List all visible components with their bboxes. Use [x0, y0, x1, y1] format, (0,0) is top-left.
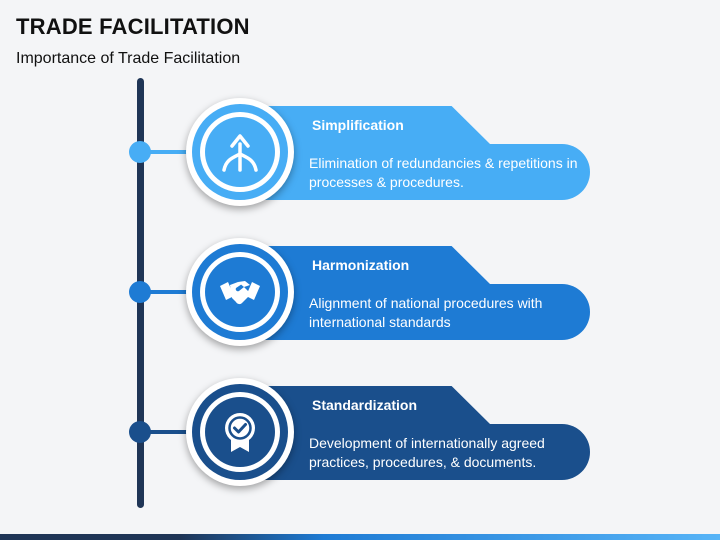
description-box	[250, 284, 590, 340]
step-standardization: Standardization Development of internati…	[0, 358, 720, 488]
step-heading: Standardization	[312, 397, 418, 413]
timeline-node	[129, 281, 151, 303]
step-description: Development of internationally agreed pr…	[309, 435, 545, 470]
step-heading: Simplification	[312, 117, 404, 133]
handshake-icon	[220, 281, 260, 305]
step-description: Elimination of redundancies & repetition…	[309, 155, 578, 190]
timeline-node	[129, 141, 151, 163]
merge-arrow-icon	[222, 134, 258, 172]
page-subtitle: Importance of Trade Facilitation	[16, 50, 241, 67]
connector-line	[140, 150, 200, 154]
connector-line	[140, 430, 200, 434]
connector-line	[140, 290, 200, 294]
footer-accent-bar	[0, 534, 720, 540]
step-simplification: Simplification Elimination of redundanci…	[0, 78, 720, 208]
step-description: Alignment of national procedures with in…	[309, 295, 543, 330]
step-harmonization: Harmonization Alignment of national proc…	[0, 218, 720, 348]
page-title: TRADE FACILITATION	[16, 14, 250, 39]
description-box	[250, 424, 590, 480]
timeline-node	[129, 421, 151, 443]
step-heading: Harmonization	[312, 257, 410, 273]
award-badge-icon	[225, 413, 255, 452]
description-box	[250, 144, 590, 200]
